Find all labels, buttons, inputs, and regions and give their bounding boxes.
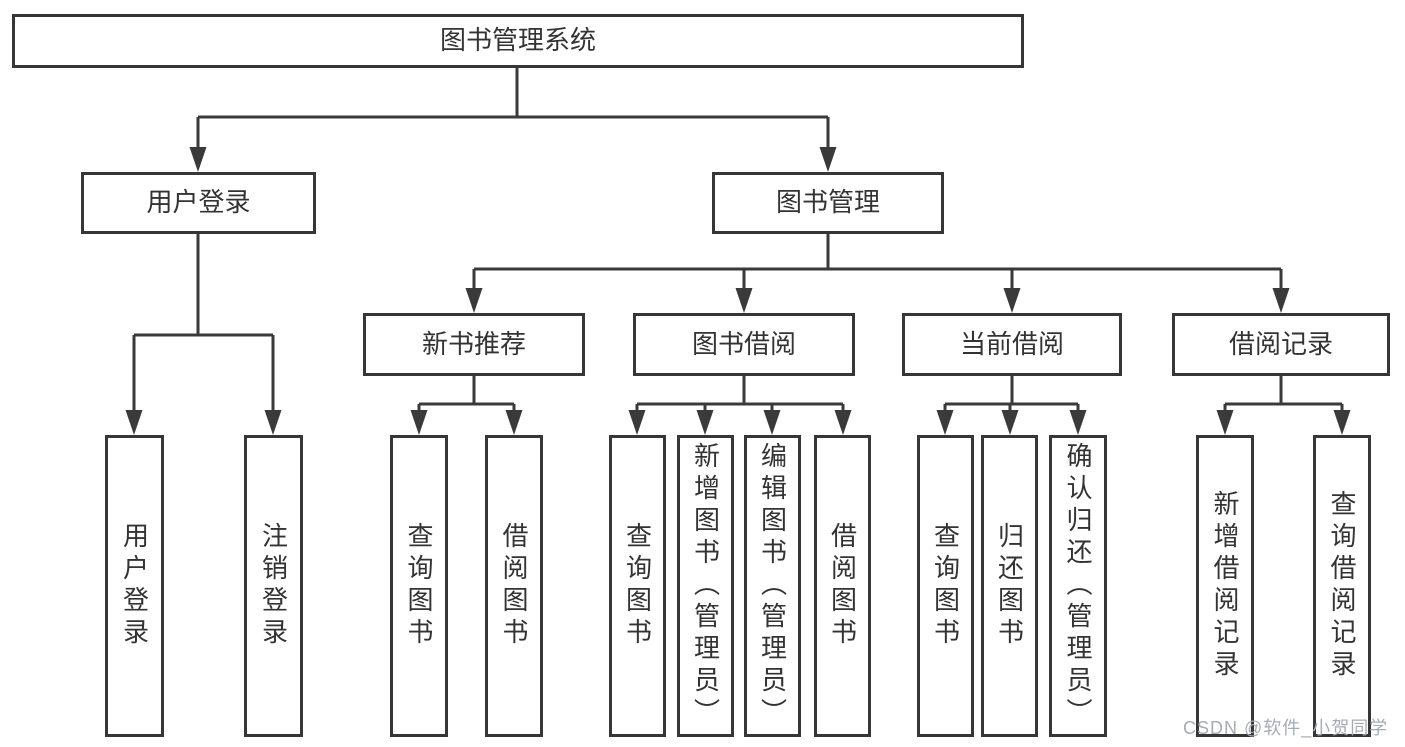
node-user-login-label: 用户登录 xyxy=(146,187,251,218)
node-user-login: 用户登录 xyxy=(81,172,316,234)
node-new-book-recommend: 新书推荐 xyxy=(363,313,585,376)
node-library-system: 图书管理系统 xyxy=(12,14,1024,68)
leaf-records-add-record: 新增借阅记录 xyxy=(1196,435,1254,737)
leaf-borrow-add-books-admin: 新增图书（管理员） xyxy=(677,435,734,737)
leaf-borrow-borrow-books-label: 借阅图书 xyxy=(827,522,858,650)
leaf-borrow-borrow-books: 借阅图书 xyxy=(814,435,871,737)
leaf-current-query-books: 查询图书 xyxy=(917,435,974,737)
leaf-current-return-books: 归还图书 xyxy=(981,435,1038,737)
leaf-current-confirm-return-admin-label: 确认归还（管理员） xyxy=(1063,442,1093,730)
node-book-management-label: 图书管理 xyxy=(775,187,880,218)
node-borrow-records: 借阅记录 xyxy=(1172,313,1390,376)
leaf-borrow-query-books: 查询图书 xyxy=(609,435,666,737)
leaf-borrow-query-books-label: 查询图书 xyxy=(622,522,653,650)
leaf-newbooks-query-books: 查询图书 xyxy=(390,435,448,737)
leaf-user-login: 用户登录 xyxy=(105,435,164,737)
connector-current-borrow-to-leaves xyxy=(936,376,1087,435)
node-library-system-label: 图书管理系统 xyxy=(439,25,596,56)
leaf-records-query-record-label: 查询借阅记录 xyxy=(1327,490,1357,682)
leaf-borrow-edit-books-admin-label: 编辑图书（管理员） xyxy=(757,442,788,730)
leaf-logout-label: 注销登录 xyxy=(258,522,289,650)
connector-borrow-records-to-leaves xyxy=(1216,376,1351,435)
leaf-current-query-books-label: 查询图书 xyxy=(930,522,961,650)
node-new-book-recommend-label: 新书推荐 xyxy=(421,328,526,359)
csdn-watermark: CSDN @软件_小贺同学 xyxy=(1183,718,1389,738)
connector-new-books-to-leaves xyxy=(410,376,523,435)
leaf-records-add-record-label: 新增借阅记录 xyxy=(1210,490,1240,682)
leaf-user-login-label: 用户登录 xyxy=(119,522,150,650)
leaf-borrow-add-books-admin-label: 新增图书（管理员） xyxy=(690,442,721,730)
node-current-borrow-label: 当前借阅 xyxy=(959,328,1064,359)
node-book-management: 图书管理 xyxy=(712,172,944,234)
leaf-records-query-record: 查询借阅记录 xyxy=(1313,435,1371,737)
node-book-borrow: 图书借阅 xyxy=(633,313,855,376)
connector-book-borrow-to-leaves xyxy=(628,376,852,435)
leaf-logout: 注销登录 xyxy=(244,435,303,737)
node-book-borrow-label: 图书借阅 xyxy=(691,328,796,359)
leaf-current-return-books-label: 归还图书 xyxy=(994,522,1025,650)
leaf-borrow-edit-books-admin: 编辑图书（管理员） xyxy=(744,435,801,737)
node-borrow-records-label: 借阅记录 xyxy=(1228,328,1333,359)
leaf-current-confirm-return-admin: 确认归还（管理员） xyxy=(1049,435,1107,737)
leaf-newbooks-borrow-books-label: 借阅图书 xyxy=(499,522,529,650)
connector-root-to-level2 xyxy=(189,68,837,172)
leaf-newbooks-borrow-books: 借阅图书 xyxy=(485,435,543,737)
connector-book-mgmt-to-level3 xyxy=(465,234,1290,313)
node-current-borrow: 当前借阅 xyxy=(902,313,1122,376)
leaf-newbooks-query-books-label: 查询图书 xyxy=(404,522,434,650)
connector-user-login-to-leaves xyxy=(125,234,282,435)
